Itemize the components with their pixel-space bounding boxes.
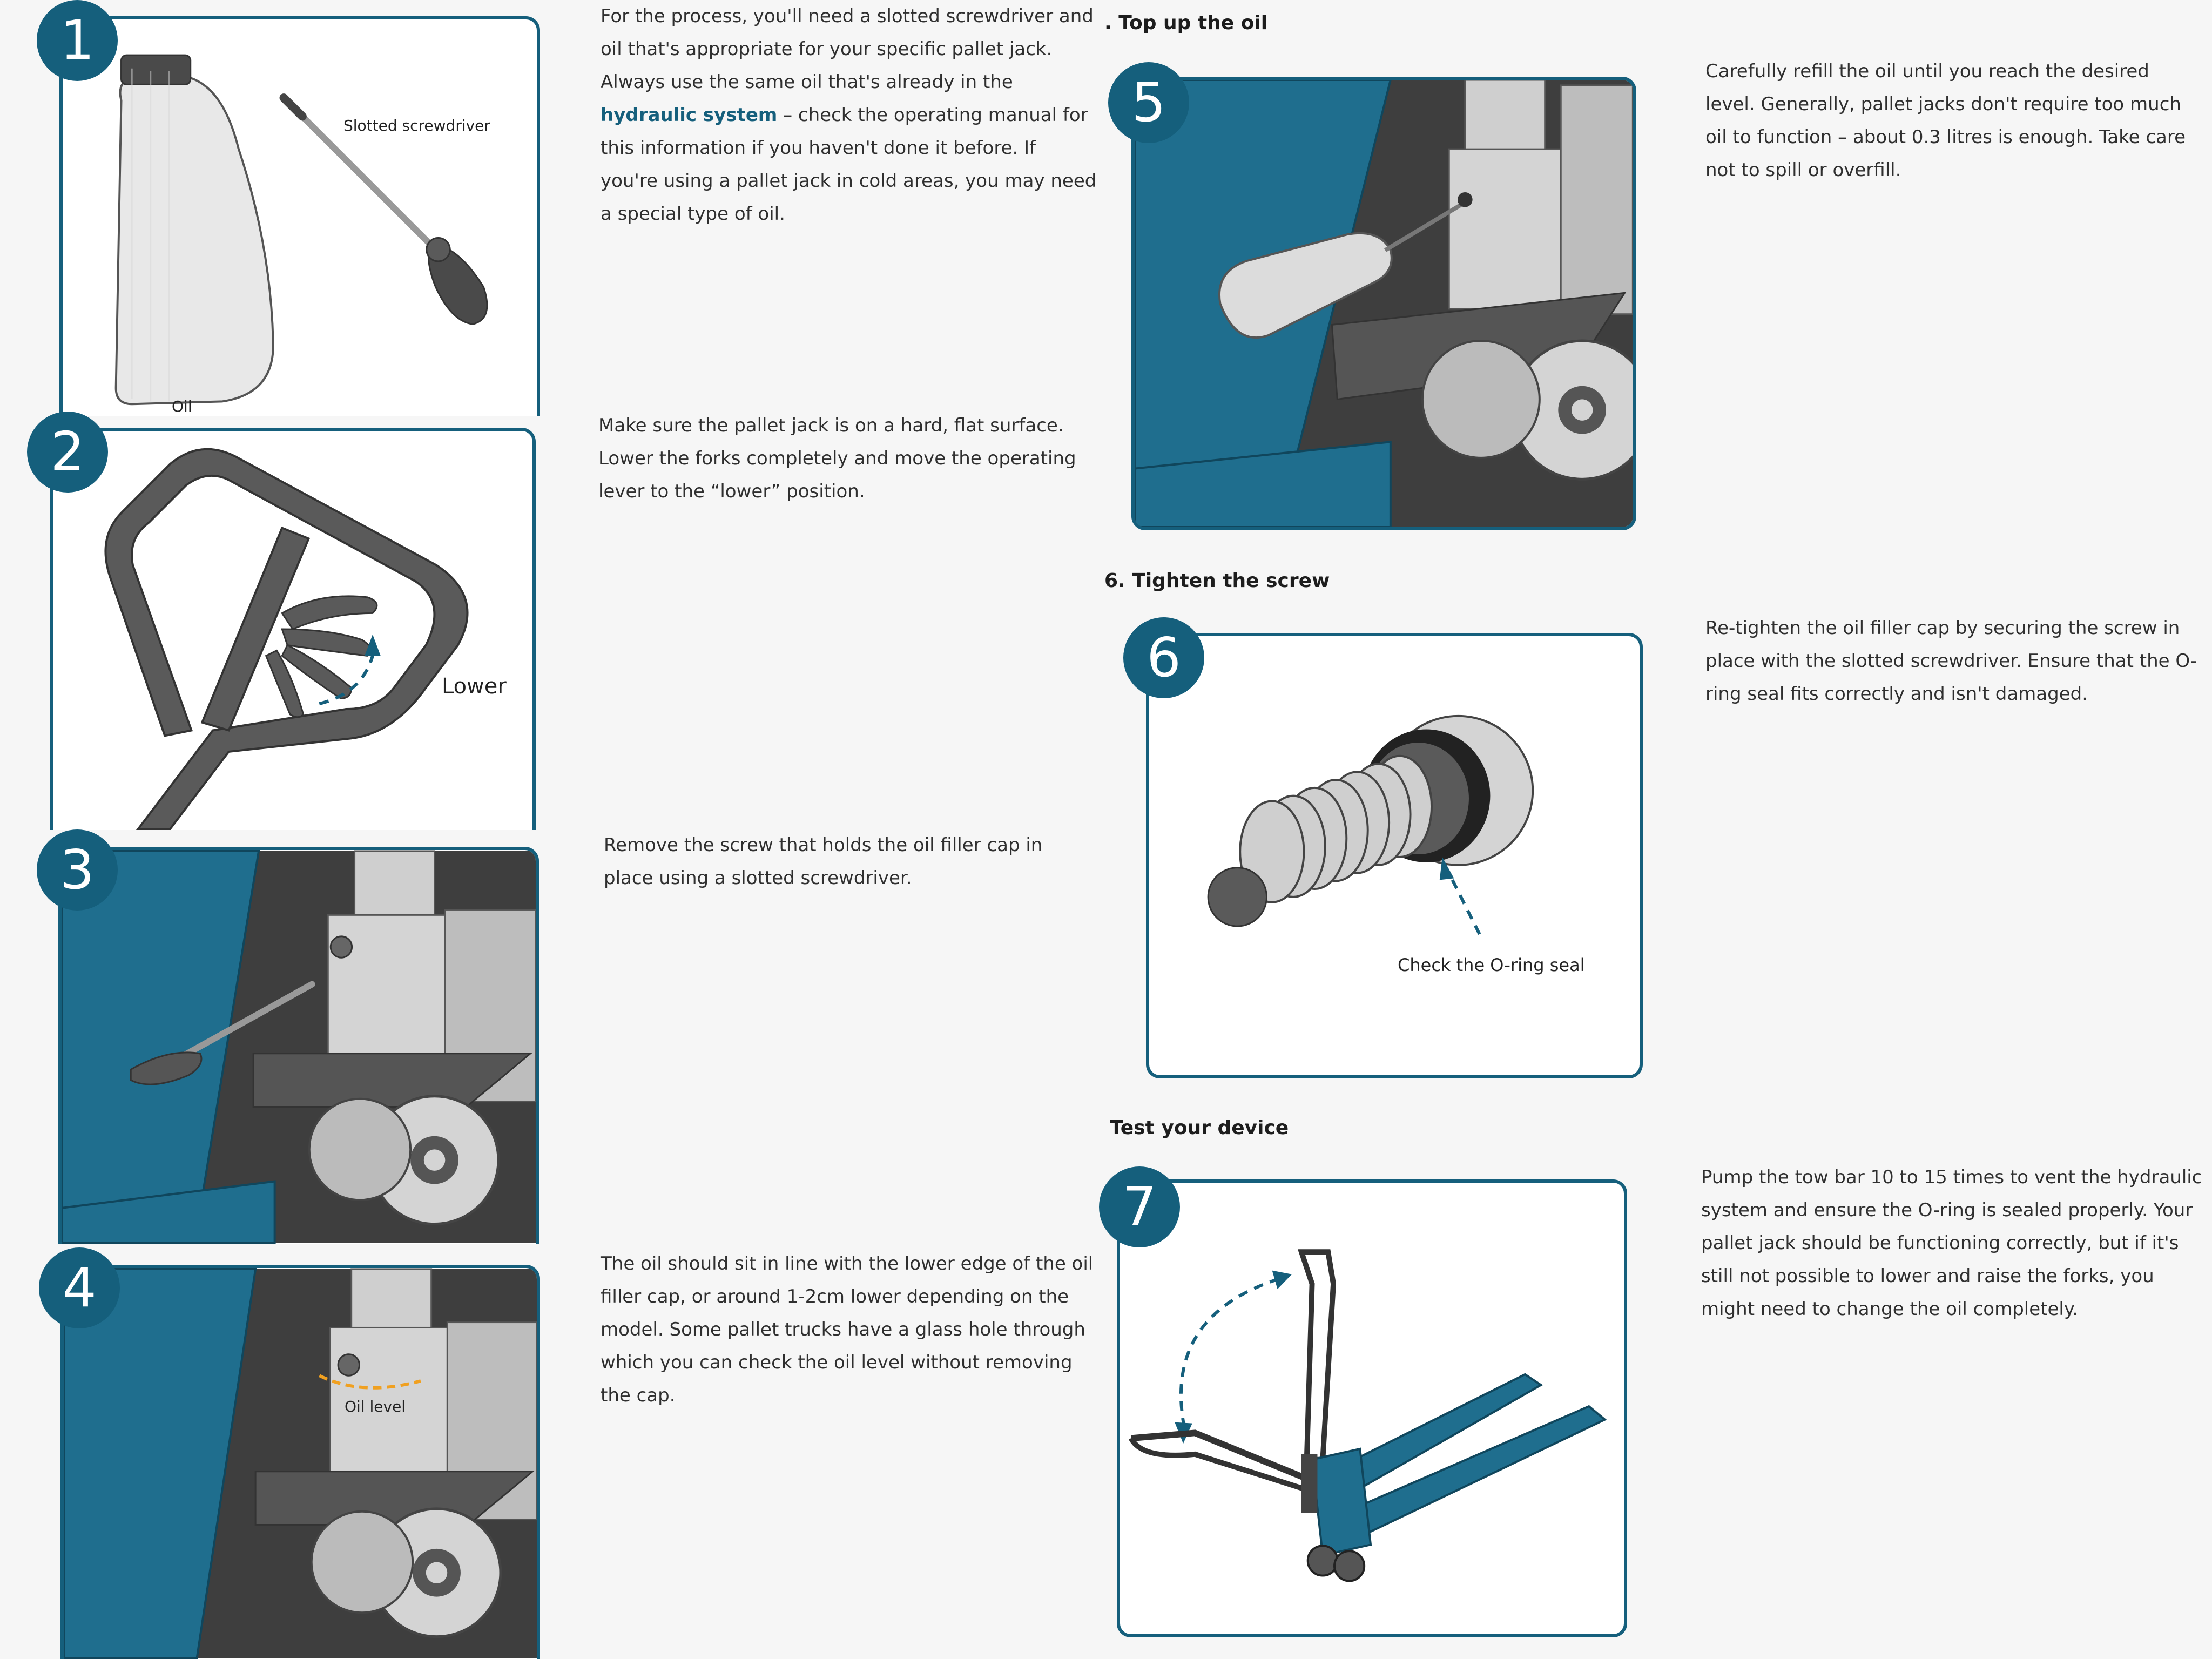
- step-6-description: Re-tighten the oil filler cap by securin…: [1705, 617, 2197, 705]
- step-7-illustration: [1117, 1179, 1627, 1637]
- screw-oring-illustration: [1207, 714, 1534, 935]
- step-1-illustration: Slotted screwdriver Oil: [59, 16, 540, 416]
- step-1-badge: 1: [37, 0, 118, 81]
- check-oil-level-illustration: [64, 1268, 537, 1659]
- test-pallet-jack-illustration: [1128, 1249, 1607, 1582]
- step-5-badge: 5: [1108, 62, 1189, 143]
- hydraulic-system-link[interactable]: hydraulic system: [601, 104, 778, 126]
- oil-level-label: Oil level: [345, 1398, 406, 1415]
- screwdriver-label: Slotted screwdriver: [343, 117, 490, 134]
- lower-label: Lower: [442, 674, 507, 699]
- step-2-description: Make sure the pallet jack is on a hard, …: [598, 415, 1076, 502]
- oil-and-screwdriver-illustration: [114, 54, 488, 406]
- step-4-badge: 4: [39, 1247, 120, 1328]
- step-5-illustration: [1131, 77, 1636, 530]
- step-6-illustration: Check the O-ring seal: [1146, 633, 1643, 1078]
- oil-label: Oil: [172, 397, 192, 415]
- step-7-heading: Test your device: [1110, 1117, 1289, 1139]
- step-4-description: The oil should sit in line with the lowe…: [601, 1253, 1094, 1406]
- step-7-badge: 7: [1099, 1166, 1180, 1247]
- oring-label: Check the O-ring seal: [1398, 955, 1585, 975]
- step-2-illustration: Lower: [50, 428, 536, 830]
- handle-lever-illustration: [104, 448, 469, 830]
- step-5-description: Carefully refill the oil until you reach…: [1705, 60, 2186, 181]
- step-7-description: Pump the tow bar 10 to 15 times to vent …: [1701, 1166, 2202, 1320]
- step-2-badge: 2: [27, 412, 108, 493]
- step-4-illustration: Oil level: [60, 1265, 540, 1659]
- step-6-badge: 6: [1123, 617, 1204, 698]
- step-3-description: Remove the screw that holds the oil fill…: [604, 834, 1043, 889]
- remove-screw-illustration: [62, 850, 536, 1244]
- step-3-badge: 3: [37, 830, 118, 911]
- step-6-heading: 6. Tighten the screw: [1104, 570, 1330, 592]
- step-3-illustration: [58, 847, 539, 1244]
- top-up-oil-illustration: [1135, 80, 1633, 527]
- step-5-heading: . Top up the oil: [1104, 12, 1268, 34]
- step-1-description: For the process, you'll need a slotted s…: [601, 5, 1097, 225]
